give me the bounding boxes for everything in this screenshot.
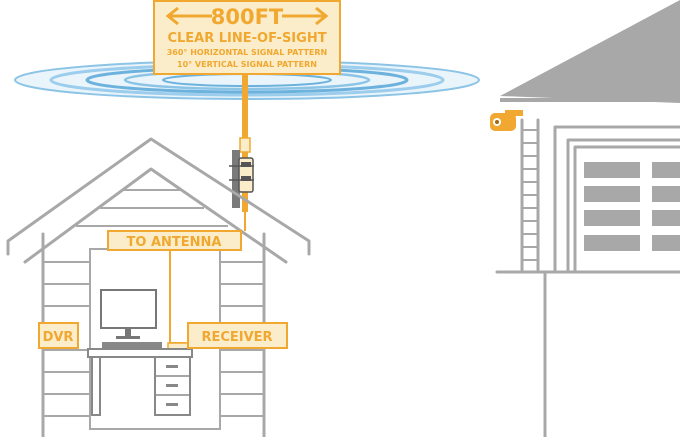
siding-left	[43, 261, 90, 417]
receiver-callout: RECEIVER	[187, 322, 288, 349]
to-antenna-callout: TO ANTENNA	[107, 230, 242, 251]
antenna-icon	[229, 74, 254, 212]
dvr-label: DVR	[43, 330, 74, 345]
range-label: 800FT	[211, 5, 284, 29]
security-camera-icon	[490, 110, 523, 131]
line-of-sight-label: CLEAR LINE-OF-SIGHT	[167, 31, 326, 46]
garage-siding	[522, 129, 538, 261]
siding-right	[220, 261, 264, 417]
right-arrow-icon	[282, 6, 329, 26]
monitor-icon	[100, 289, 157, 339]
garage-door-windows	[584, 162, 680, 251]
to-antenna-label: TO ANTENNA	[127, 235, 222, 250]
left-arrow-icon	[165, 6, 212, 26]
dvr-device-icon	[102, 342, 162, 349]
horizontal-pattern-label: 360° HORIZONTAL SIGNAL PATTERN	[167, 48, 328, 57]
garage-icon	[495, 0, 680, 437]
receiver-label: RECEIVER	[201, 330, 272, 345]
desk-icon	[87, 348, 193, 416]
vertical-pattern-label: 10° VERTICAL SIGNAL PATTERN	[177, 60, 317, 69]
dvr-callout: DVR	[38, 322, 79, 349]
range-sign: 800FT CLEAR LINE-OF-SIGHT 360° HORIZONTA…	[153, 0, 341, 75]
